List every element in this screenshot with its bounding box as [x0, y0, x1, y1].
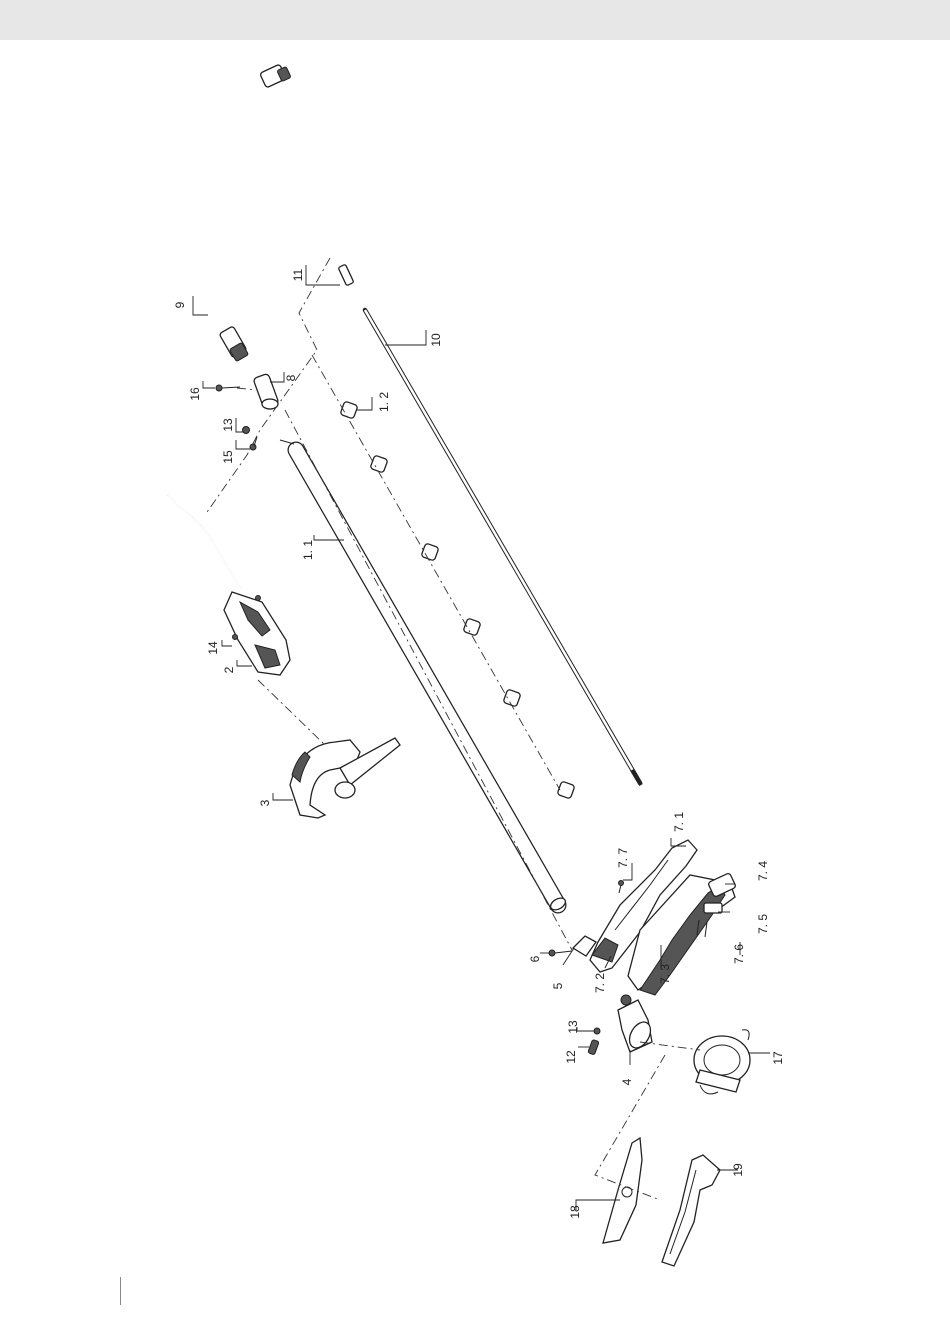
callout-16: 16: [188, 387, 202, 401]
callout-1-2: 1. 2: [377, 392, 391, 412]
callout-7-6: 7. 6: [732, 944, 746, 964]
callout-18: 18: [568, 1205, 582, 1219]
callout-7-4: 7. 4: [756, 861, 770, 881]
callout-8: 8: [284, 374, 298, 381]
screw-16: [216, 385, 240, 391]
callout-2: 2: [222, 666, 236, 673]
screw-7-7: [619, 881, 624, 894]
callout-12: 12: [564, 1050, 578, 1064]
callout-1-1: 1. 1: [301, 540, 315, 560]
main-tube: [280, 440, 567, 912]
screw-6: [549, 950, 572, 956]
nut-13-lower: [594, 1028, 600, 1034]
screw-12: [588, 1039, 599, 1055]
callout-7-5: 7. 5: [756, 914, 770, 934]
callout-10: 10: [429, 333, 443, 347]
callout-labels: 9 11 10 8 16 1. 2 13 15 1. 1 14 2 3 7. 1…: [173, 268, 785, 1218]
callout-13-lower: 13: [566, 1020, 580, 1034]
flexible-drive-shaft: [192, 64, 291, 361]
callout-3: 3: [258, 799, 272, 806]
callout-17: 17: [771, 1051, 785, 1065]
callout-9: 9: [173, 301, 187, 308]
callout-7-1: 7. 1: [672, 812, 686, 832]
blade-cover: [662, 1155, 720, 1266]
callout-7-7: 7. 7: [616, 848, 630, 868]
callout-19: 19: [731, 1163, 745, 1177]
callout-6: 6: [528, 955, 542, 962]
spool-head: [694, 1030, 750, 1094]
coupling-pin: [338, 264, 354, 286]
nut-13-upper: [243, 427, 250, 434]
guard-clip-7-5: [704, 903, 722, 913]
handle-screw-14: [233, 635, 238, 640]
callout-13-upper: 13: [221, 418, 235, 432]
auxiliary-handle: [290, 738, 400, 818]
cutting-blade: [603, 1138, 642, 1243]
callout-15: 15: [221, 450, 235, 464]
callout-11: 11: [291, 268, 305, 281]
callout-5: 5: [551, 982, 565, 989]
callout-7-2: 7. 2: [593, 973, 607, 993]
gear-head: [618, 995, 655, 1052]
shaft-coupling: [253, 373, 279, 409]
drive-shaft-rod: [365, 310, 641, 785]
callout-4: 4: [620, 1078, 634, 1085]
leader-lines: [193, 265, 770, 1210]
callout-7-3: 7. 3: [658, 964, 672, 984]
main-handle: [168, 495, 290, 675]
callout-14: 14: [206, 641, 220, 655]
